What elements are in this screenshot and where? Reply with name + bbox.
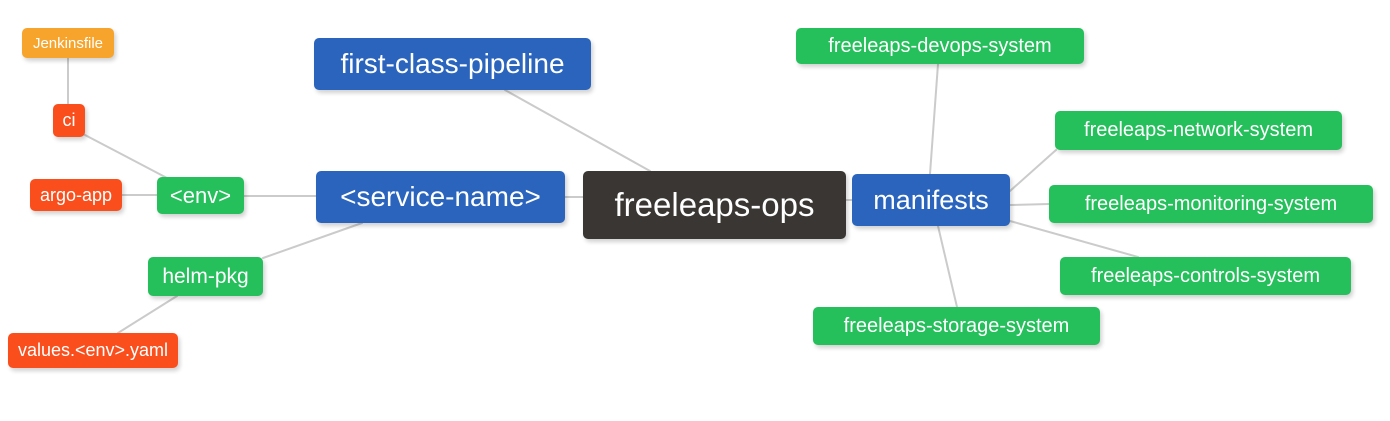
edge-manifests-devops bbox=[929, 63, 939, 175]
node-freeleaps-controls-system[interactable]: freeleaps-controls-system bbox=[1060, 257, 1351, 295]
node-ci[interactable]: ci bbox=[53, 104, 85, 137]
node-jenkinsfile[interactable]: Jenkinsfile bbox=[22, 28, 114, 58]
node-freeleaps-network-system[interactable]: freeleaps-network-system bbox=[1055, 111, 1342, 150]
edge-values-helm-pkg bbox=[117, 295, 178, 334]
edge-manifests-network bbox=[1009, 149, 1057, 192]
node-freeleaps-ops-root[interactable]: freeleaps-ops bbox=[583, 171, 846, 239]
edge-helm-pkg-service-name bbox=[262, 222, 363, 259]
edge-manifests-controls bbox=[1009, 220, 1139, 258]
node-env[interactable]: <env> bbox=[157, 177, 244, 214]
edge-ci-env bbox=[84, 134, 168, 179]
edge-manifests-storage bbox=[937, 225, 958, 308]
node-values-env-yaml[interactable]: values.<env>.yaml bbox=[8, 333, 178, 368]
node-freeleaps-storage-system[interactable]: freeleaps-storage-system bbox=[813, 307, 1100, 345]
node-helm-pkg[interactable]: helm-pkg bbox=[148, 257, 263, 296]
edge-pipeline-ops bbox=[504, 89, 651, 172]
edge-manifests-monitoring bbox=[1009, 203, 1050, 206]
node-first-class-pipeline[interactable]: first-class-pipeline bbox=[314, 38, 591, 90]
node-service-name[interactable]: <service-name> bbox=[316, 171, 565, 223]
node-manifests[interactable]: manifests bbox=[852, 174, 1010, 226]
node-argo-app[interactable]: argo-app bbox=[30, 179, 122, 211]
node-freeleaps-monitoring-system[interactable]: freeleaps-monitoring-system bbox=[1049, 185, 1373, 223]
node-freeleaps-devops-system[interactable]: freeleaps-devops-system bbox=[796, 28, 1084, 64]
